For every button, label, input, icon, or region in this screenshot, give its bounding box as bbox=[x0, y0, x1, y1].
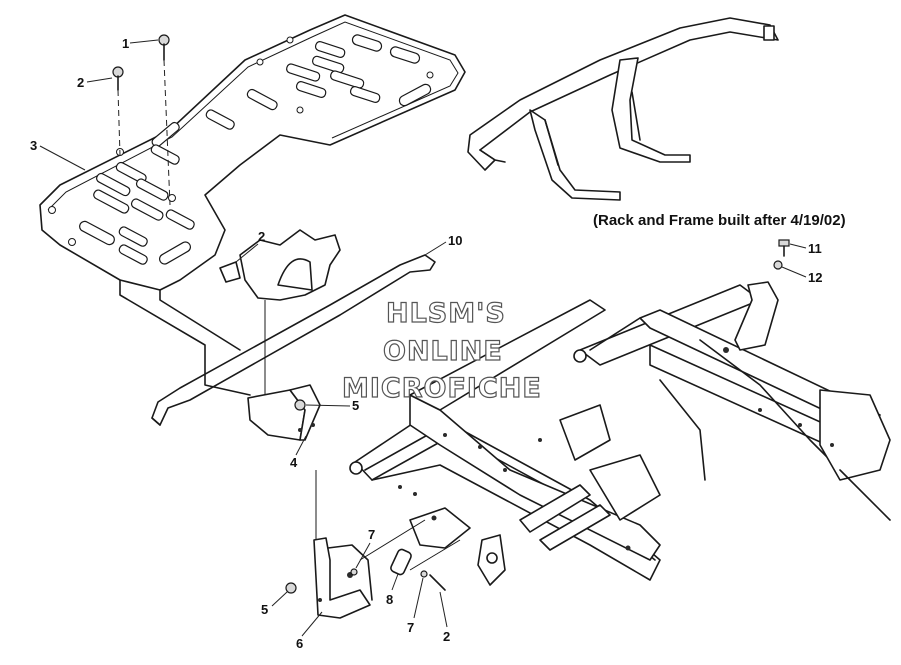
rear-rack bbox=[39, 14, 466, 396]
watermark: HLSM'S ONLINE MICROFICHE bbox=[341, 297, 542, 404]
callout-2-bracket: 2 bbox=[258, 229, 265, 244]
main-frame bbox=[349, 281, 891, 586]
assembly-lines bbox=[117, 59, 461, 571]
callout-5-upper: 5 bbox=[352, 398, 359, 413]
callout-1: 1 bbox=[122, 36, 129, 51]
callout-6: 6 bbox=[296, 636, 303, 651]
callout-2-bottom: 2 bbox=[443, 629, 450, 644]
callout-12: 12 bbox=[808, 270, 822, 285]
bumper-bar bbox=[151, 254, 436, 426]
watermark-line-2: ONLINE bbox=[383, 336, 503, 367]
hardware bbox=[112, 34, 790, 594]
support-bracket bbox=[247, 384, 321, 441]
watermark-line-3: MICROFICHE bbox=[342, 373, 542, 404]
rack-bracket-torn bbox=[219, 229, 341, 301]
callout-7-left: 7 bbox=[368, 527, 375, 542]
callout-11: 11 bbox=[808, 241, 822, 256]
diagram-caption: (Rack and Frame built after 4/19/02) bbox=[593, 212, 846, 229]
callout-7-right: 7 bbox=[407, 620, 414, 635]
new-rack-frame bbox=[467, 17, 779, 201]
watermark-line-1: HLSM'S bbox=[386, 298, 506, 329]
callout-4: 4 bbox=[290, 455, 298, 470]
callout-3: 3 bbox=[30, 138, 37, 153]
side-bracket bbox=[313, 537, 373, 619]
callouts: 1 2 3 2 10 11 12 5 4 7 5 8 7 2 6 bbox=[30, 36, 822, 651]
callout-2-top: 2 bbox=[77, 75, 84, 90]
callout-8: 8 bbox=[386, 592, 393, 607]
callout-10: 10 bbox=[448, 233, 462, 248]
callout-5-lower: 5 bbox=[261, 602, 268, 617]
